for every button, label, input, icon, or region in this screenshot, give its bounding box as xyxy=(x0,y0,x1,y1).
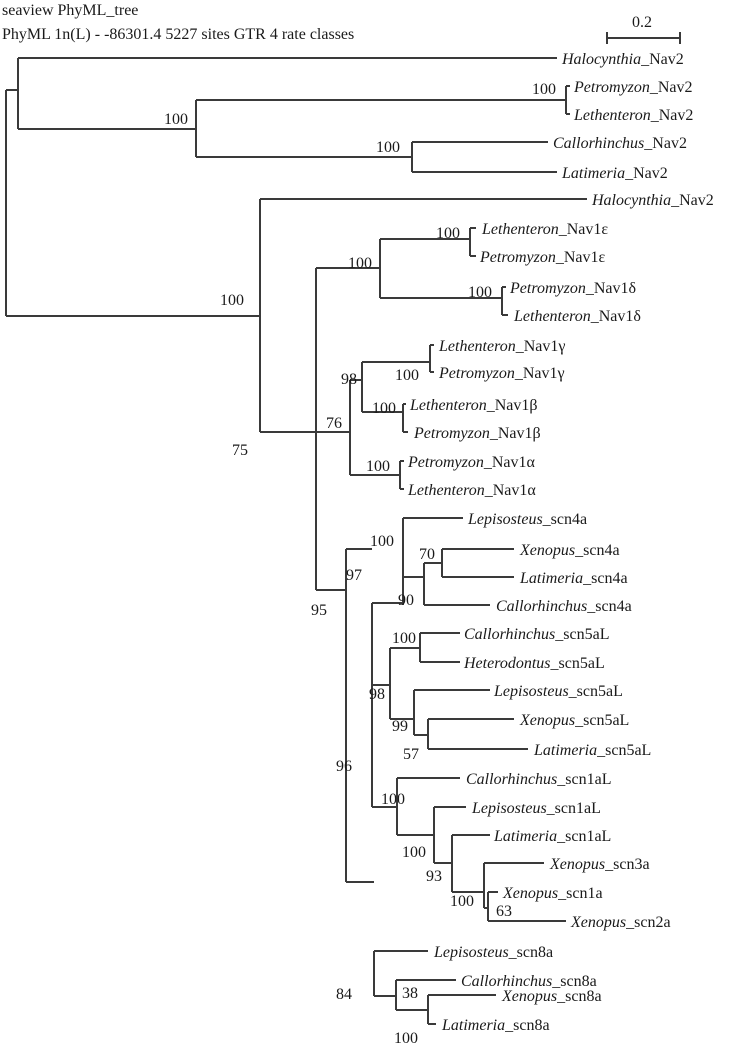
leaf-label: Callorhinchus_scn1aL xyxy=(466,771,611,788)
support-value: 57 xyxy=(403,746,419,763)
support-value: 100 xyxy=(220,292,244,309)
leaf-label: Callorhinchus_scn4a xyxy=(496,598,632,615)
leaf-label: Lepisosteus_scn4a xyxy=(467,511,587,528)
support-value: 100 xyxy=(468,284,492,301)
leaf-label: Xenopus_scn4a xyxy=(519,542,620,559)
support-value: 95 xyxy=(311,602,327,619)
support-value: 100 xyxy=(392,630,416,647)
leaf-label: Lepisosteus_scn8a xyxy=(433,944,553,961)
support-value: 100 xyxy=(394,1030,418,1047)
support-value: 75 xyxy=(232,442,248,459)
support-value: 100 xyxy=(372,400,396,417)
leaf-label: Lethenteron_Nav2 xyxy=(573,107,693,124)
leaf-label: Petromyzon_Nav1γ xyxy=(438,365,565,382)
tree-branches xyxy=(5,57,587,1025)
support-value: 96 xyxy=(336,758,352,775)
support-value: 100 xyxy=(402,844,426,861)
leaf-label: Petromyzon_Nav1β xyxy=(413,425,541,442)
leaf-label: Latimeria_scn1aL xyxy=(493,828,611,845)
leaf-label: Latimeria_scn5aL xyxy=(533,742,651,759)
leaf-label: Lepisosteus_scn1aL xyxy=(471,800,601,817)
support-value: 100 xyxy=(348,255,372,272)
leaf-label: Callorhinchus_scn5aL xyxy=(464,626,609,643)
leaf-label: Halocynthia_Nav2 xyxy=(561,51,684,68)
support-values: 100 100 100 100 100 100 100 75 100 98 76… xyxy=(164,81,556,1047)
leaf-label: Petromyzon_Nav2 xyxy=(573,79,693,96)
support-value: 100 xyxy=(366,458,390,475)
support-value: 100 xyxy=(164,111,188,128)
leaf-label: Lethenteron_Nav1γ xyxy=(438,338,565,355)
leaf-label: Lethenteron_Nav1β xyxy=(409,397,538,414)
leaf-labels: Halocynthia_Nav2 Petromyzon_Nav2 Lethent… xyxy=(407,51,714,1034)
leaf-label: Callorhinchus_Nav2 xyxy=(553,135,687,152)
leaf-label: Petromyzon_Nav1δ xyxy=(509,280,636,297)
leaf-label: Latimeria_Nav2 xyxy=(561,165,668,182)
support-value: 99 xyxy=(392,718,408,735)
leaf-label: Xenopus_scn3a xyxy=(549,856,650,873)
leaf-label: Lepisosteus_scn5aL xyxy=(493,683,623,700)
scale-bar-label: 0.2 xyxy=(632,14,652,31)
leaf-label: Lethenteron_Nav1δ xyxy=(513,308,641,325)
support-value: 100 xyxy=(436,225,460,242)
leaf-label: Xenopus_scn8a xyxy=(501,988,602,1005)
support-value: 63 xyxy=(496,903,512,920)
support-value: 100 xyxy=(532,81,556,98)
support-value: 100 xyxy=(450,893,474,910)
support-value: 76 xyxy=(326,415,342,432)
support-value: 38 xyxy=(402,985,418,1002)
leaf-label: Xenopus_scn2a xyxy=(570,914,671,931)
scale-bar: 0.2 xyxy=(606,14,681,44)
support-value: 98 xyxy=(369,686,385,703)
leaf-label: Latimeria_scn4a xyxy=(519,570,628,587)
leaf-label: Latimeria_scn8a xyxy=(441,1017,550,1034)
leaf-label: Callorhinchus_scn8a xyxy=(461,973,597,990)
support-value: 100 xyxy=(370,533,394,550)
leaf-label: Xenopus_scn5aL xyxy=(519,712,629,729)
support-value: 70 xyxy=(419,546,435,563)
support-value: 90 xyxy=(398,592,414,609)
support-value: 93 xyxy=(426,868,442,885)
support-value: 100 xyxy=(395,367,419,384)
leaf-label: Lethenteron_Nav1ε xyxy=(481,221,608,238)
leaf-label: Lethenteron_Nav1α xyxy=(407,482,536,499)
leaf-label: Heterodontus_scn5aL xyxy=(463,655,605,672)
support-value: 100 xyxy=(376,139,400,156)
support-value: 98 xyxy=(341,371,357,388)
tree-title: seaview PhyML_tree xyxy=(2,2,139,19)
leaf-label: Petromyzon_Nav1ε xyxy=(479,249,606,266)
support-value: 100 xyxy=(381,791,405,808)
leaf-label: Petromyzon_Nav1α xyxy=(407,454,536,471)
leaf-label: Halocynthia_Nav2 xyxy=(591,192,714,209)
support-value: 97 xyxy=(346,567,362,584)
support-value: 84 xyxy=(336,986,352,1003)
leaf-label: Xenopus_scn1a xyxy=(502,885,603,902)
tree-subtitle: PhyML 1n(L) - -86301.4 5227 sites GTR 4 … xyxy=(2,26,355,43)
